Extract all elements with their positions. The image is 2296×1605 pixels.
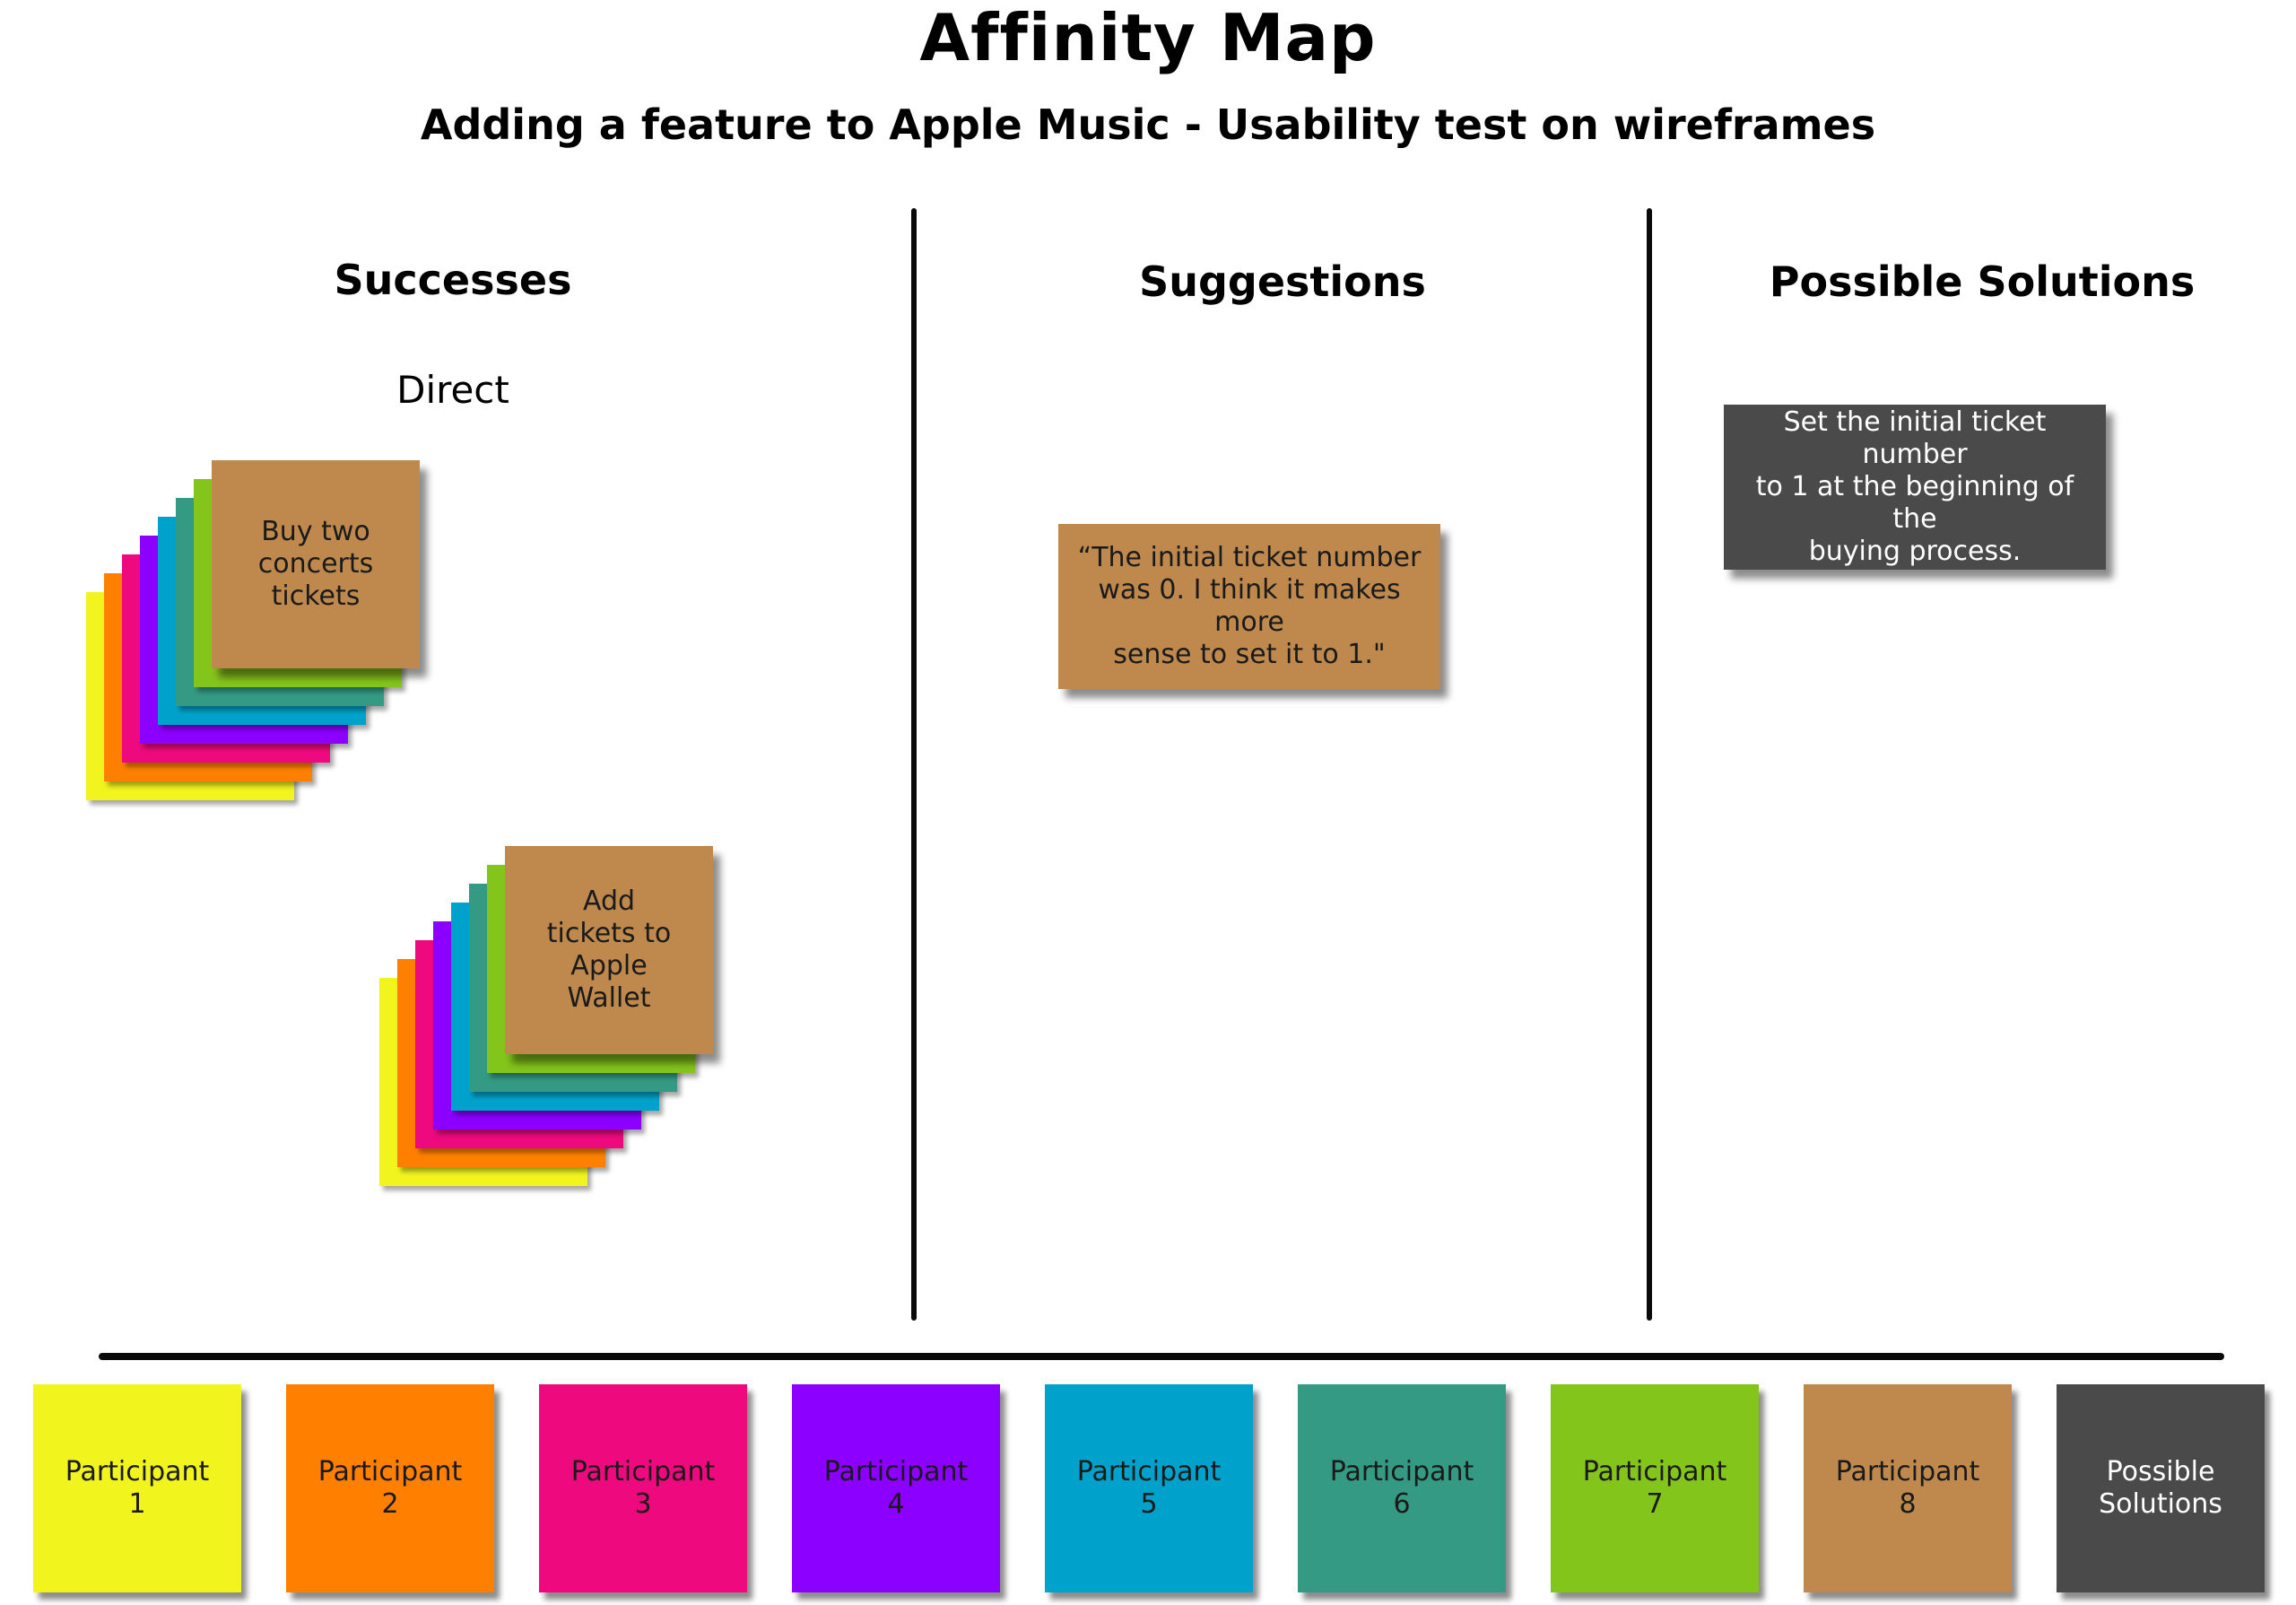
legend-item-1: Participant 1 (33, 1384, 241, 1592)
legend-item-8: Participant 8 (1804, 1384, 2012, 1592)
sticky-note-text: Add tickets to Apple Wallet (546, 885, 672, 1014)
legend-label: Participant 4 (823, 1456, 969, 1520)
legend-label: Participant 3 (570, 1456, 716, 1520)
subheading-direct: Direct (396, 368, 509, 412)
sticky-note-text: Buy two concerts tickets (257, 516, 374, 612)
page-subtitle: Adding a feature to Apple Music - Usabil… (420, 100, 1876, 149)
column-divider-right (1647, 208, 1652, 1321)
legend-item-2: Participant 2 (286, 1384, 494, 1592)
sticky-note-text: Set the initial ticket number to 1 at th… (1755, 406, 2074, 567)
sticky-note-suggestion-quote[interactable]: “The initial ticket number was 0. I thin… (1058, 524, 1440, 689)
sticky-note-solution[interactable]: Set the initial ticket number to 1 at th… (1724, 405, 2106, 570)
legend-label: Participant 6 (1329, 1456, 1474, 1520)
page-title: Affinity Map (919, 0, 1377, 75)
legend-item-6: Participant 6 (1298, 1384, 1506, 1592)
legend-label: Participant 8 (1835, 1456, 1980, 1520)
legend-item-5: Participant 5 (1045, 1384, 1253, 1592)
legend-item-9: Possible Solutions (2057, 1384, 2265, 1592)
column-title-possible-solutions: Possible Solutions (1769, 257, 2196, 306)
column-divider-left (911, 208, 917, 1321)
sticky-note-apple-wallet[interactable]: Add tickets to Apple Wallet (505, 846, 713, 1054)
legend-label: Participant 5 (1076, 1456, 1222, 1520)
legend-item-4: Participant 4 (792, 1384, 1000, 1592)
legend-item-3: Participant 3 (539, 1384, 747, 1592)
sticky-note-buy-tickets[interactable]: Buy two concerts tickets (212, 460, 420, 668)
legend-label: Participant 7 (1582, 1456, 1727, 1520)
sticky-note-text: “The initial ticket number was 0. I thin… (1077, 542, 1422, 670)
legend-label: Possible Solutions (2099, 1456, 2222, 1520)
column-title-successes: Successes (334, 256, 572, 304)
legend-divider (99, 1353, 2224, 1360)
column-title-suggestions: Suggestions (1139, 257, 1426, 306)
legend-label: Participant 1 (65, 1456, 210, 1520)
legend-label: Participant 2 (317, 1456, 463, 1520)
legend-item-7: Participant 7 (1551, 1384, 1759, 1592)
